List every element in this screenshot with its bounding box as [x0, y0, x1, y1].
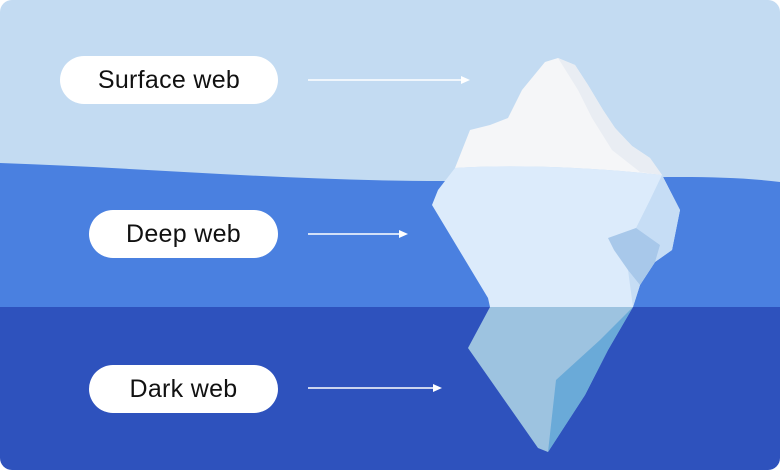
arrow-surface: [308, 76, 470, 84]
surface-web-label: Surface web: [60, 56, 278, 104]
arrow-deep: [308, 230, 408, 238]
iceberg-underwater-shade: [548, 307, 633, 452]
deep-web-label: Deep web: [89, 210, 278, 258]
iceberg-underwater: [468, 307, 633, 452]
iceberg-tip-shade: [558, 58, 662, 175]
dark-web-label: Dark web: [89, 365, 278, 413]
iceberg-middle-notch: [608, 228, 660, 285]
arrow-dark: [308, 384, 442, 392]
iceberg-middle: [432, 166, 680, 307]
